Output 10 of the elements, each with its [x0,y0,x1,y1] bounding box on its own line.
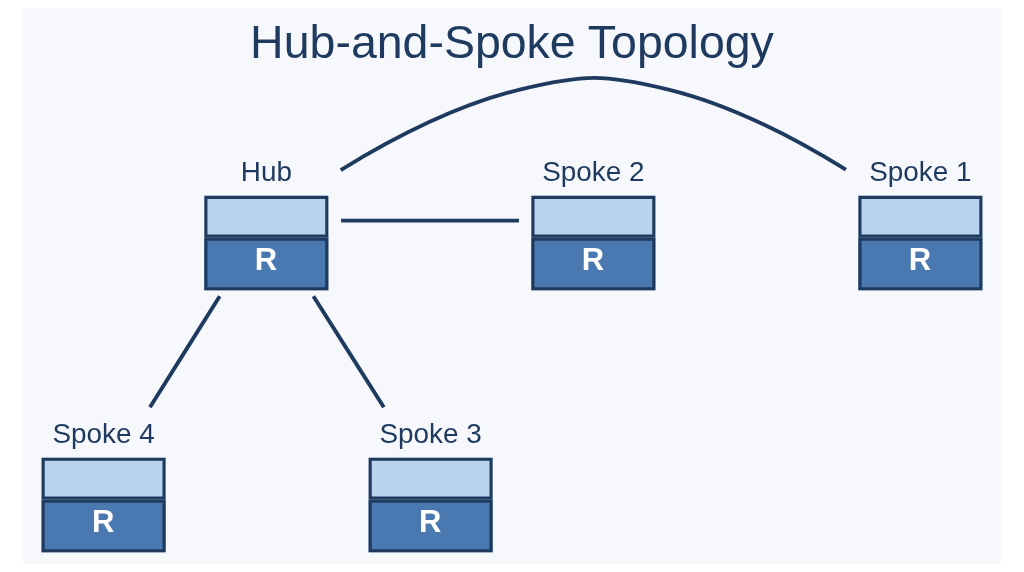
node-label: Spoke 3 [379,417,482,449]
connector [341,218,519,223]
connector [148,295,222,409]
node-label: Spoke 1 [869,155,972,187]
node-label: Spoke 4 [52,417,155,449]
node-label: Spoke 2 [542,155,645,187]
connector [311,295,386,409]
diagram-title: Hub-and-Spoke Topology [250,15,774,68]
node-label: Hub [240,155,292,187]
connector [339,76,847,172]
